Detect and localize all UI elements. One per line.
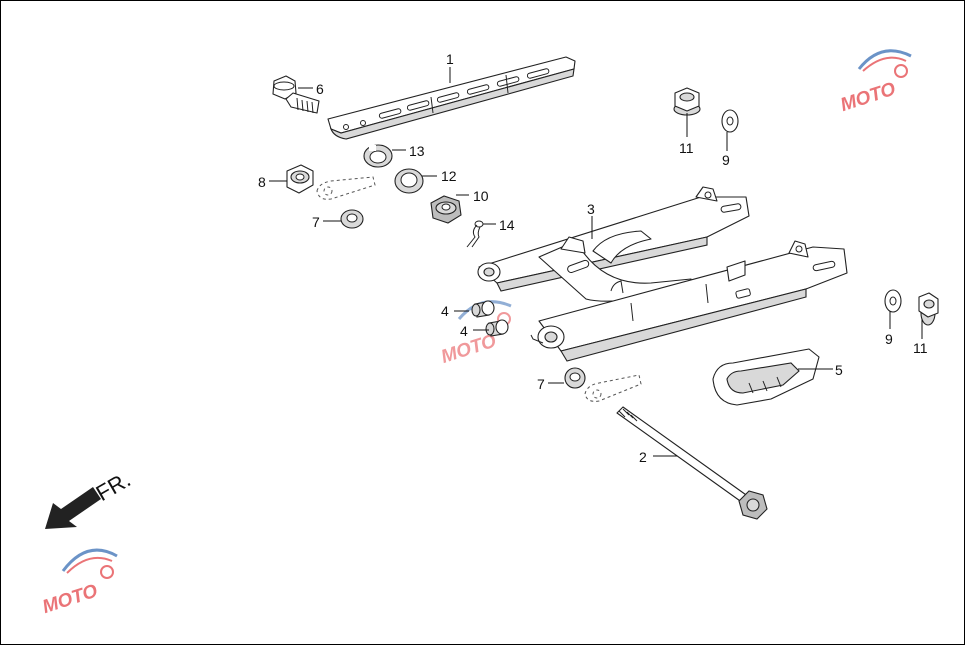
callout-6: 6 [316,81,324,97]
callout-12: 12 [441,168,457,184]
part-adjuster-plate-left [316,176,376,200]
callout-1: 1 [446,51,454,67]
watermark-text: MOTO [838,79,899,117]
watermark-logo-bottom-left: MOTO [40,548,118,619]
callout-9b: 9 [885,331,893,347]
watermark-text: MOTO [439,330,500,368]
part-swing-arm [477,186,848,362]
part-washer-9-right [884,289,902,313]
callout-13: 13 [409,143,425,159]
callout-10: 10 [473,188,489,204]
callout-11b: 11 [913,340,928,356]
part-chain-guard [327,56,576,140]
callout-4a: 4 [441,303,449,319]
leader-lines [269,67,923,457]
part-collar-7-lower [564,367,586,389]
callout-5: 5 [835,362,843,378]
callout-3: 3 [587,201,595,217]
callout-7b: 7 [537,376,545,392]
watermark-text: MOTO [40,581,101,619]
part-axle-nut [430,195,462,224]
part-cotter-pin [466,220,484,248]
front-direction-arrow: FR. [45,467,135,529]
part-adjuster-plate-right [584,374,642,402]
watermark-logo-top-right: MOTO [838,49,912,117]
part-nut-8 [286,164,314,194]
callout-7a: 7 [312,214,320,230]
part-circlip [363,144,393,168]
callout-labels: 1 2 3 4 4 5 6 7 7 8 9 9 10 11 11 12 13 1… [258,51,928,465]
part-flange-nut-11-right [918,292,939,326]
callout-4b: 4 [460,323,468,339]
part-bushing-upper [471,300,495,318]
callout-11a: 11 [679,140,694,156]
part-pivot-axle [616,406,768,520]
part-washer-9-top [721,109,739,133]
part-bushing-lower [485,319,509,337]
callout-14: 14 [499,217,515,233]
callout-8: 8 [258,174,266,190]
callout-2: 2 [639,449,647,465]
callout-9a: 9 [722,152,730,168]
part-flange-nut-11-top [673,87,701,116]
part-chain-slider [712,348,820,406]
part-washer-12 [394,168,424,194]
part-collar-7-upper [340,209,364,229]
part-flange-bolt [272,75,320,114]
